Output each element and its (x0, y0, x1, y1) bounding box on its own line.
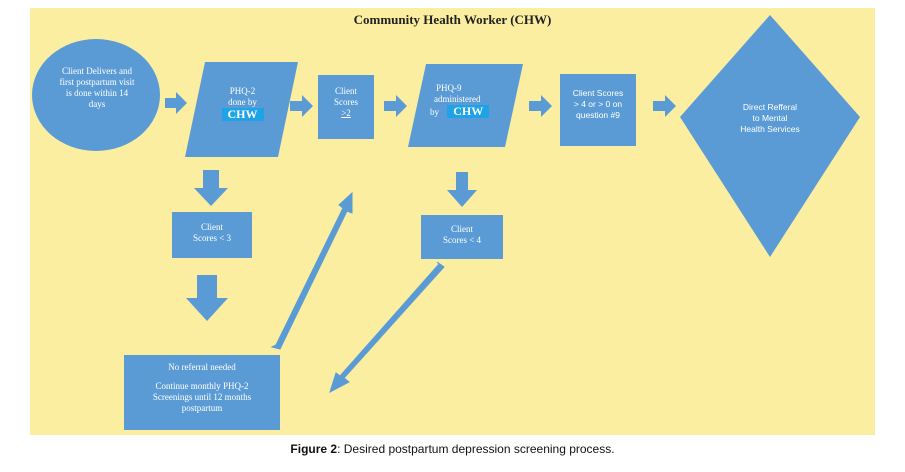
scores-ge4-label: Client Scores > 4 or > 0 on question #9 (560, 88, 636, 121)
start-text: Client Delivers and first postpartum vis… (59, 66, 135, 109)
start-label: Client Delivers and first postpartum vis… (58, 66, 136, 110)
referral-line2: to Mental (752, 113, 788, 123)
no-referral-line4: postpartum (181, 403, 223, 413)
scores-lt3-box (172, 212, 252, 258)
no-referral-line3: Screenings until 12 months (152, 392, 252, 402)
chw-highlight: CHW (447, 105, 490, 118)
arrow-diagonal-up (270, 191, 353, 350)
no-referral-line1: No referral needed (168, 362, 236, 372)
phq9-line3: by (430, 107, 439, 117)
scores-ge2-box (318, 75, 374, 139)
no-referral-label: No referral needed Continue monthly PHQ-… (124, 362, 280, 414)
phq2-line2: done by (228, 97, 257, 107)
scores-ge4-box (560, 74, 636, 146)
scores-lt4-line2: Scores < 4 (442, 235, 482, 245)
phq9-line3-row: by CHW (424, 105, 508, 118)
scores-lt4-label: Client Scores < 4 (421, 224, 503, 246)
referral-line3: Health Services (740, 124, 800, 134)
scores-lt3-line1: Client (201, 222, 223, 232)
scores-lt4-box (421, 215, 503, 259)
figure-caption: Figure 2: Desired postpartum depression … (0, 442, 905, 456)
arrow-phq9-to-ge4 (529, 95, 552, 117)
phq9-line2: administered (434, 94, 481, 104)
arrow-diagonal-down (329, 261, 445, 394)
scores-ge4-line2: > 4 or > 0 on (573, 99, 623, 109)
arrow-ge4-to-referral (653, 95, 676, 117)
referral-diamond (680, 15, 860, 257)
scores-lt3-line2: Scores < 3 (192, 233, 232, 243)
no-referral-box (124, 355, 280, 430)
arrow-scores-to-phq9 (384, 95, 407, 117)
arrow-phq2-to-scores (290, 95, 313, 117)
phq2-label: PHQ-2 done by CHW (205, 86, 280, 121)
no-referral-line2: Continue monthly PHQ-2 (155, 381, 249, 391)
cropped-top-text (0, 0, 905, 6)
scores-ge4-line1: Client Scores (572, 88, 624, 98)
scores-lt4-line1: Client (451, 224, 473, 234)
scores-ge2-line1: Client (335, 86, 357, 96)
arrow-lt3-down (186, 275, 228, 321)
scores-ge2-line3: >2 (341, 108, 351, 118)
scores-lt3-label: Client Scores < 3 (172, 222, 252, 244)
scores-ge2-line2: Scores (334, 97, 358, 107)
arrow-start-to-phq2 (165, 92, 187, 114)
caption-label: Figure 2 (290, 442, 338, 456)
phq2-line1: PHQ-2 (229, 86, 256, 96)
caption-text: : Desired postpartum depression screenin… (337, 442, 615, 456)
arrow-phq2-down (194, 170, 228, 206)
referral-label: Direct Refferal to Mental Health Service… (722, 102, 818, 135)
phq9-line1: PHQ-9 (436, 83, 462, 93)
phq9-label: PHQ-9 administered by CHW (424, 83, 508, 118)
referral-line1: Direct Refferal (742, 102, 798, 112)
scores-ge4-line3: question #9 (576, 110, 620, 120)
scores-ge2-label: Client Scores >2 (318, 86, 374, 119)
start-ellipse (32, 39, 160, 151)
diagram-title: Community Health Worker (CHW) (353, 12, 552, 27)
arrow-phq9-down (447, 172, 477, 207)
chw-highlight: CHW (221, 108, 264, 121)
